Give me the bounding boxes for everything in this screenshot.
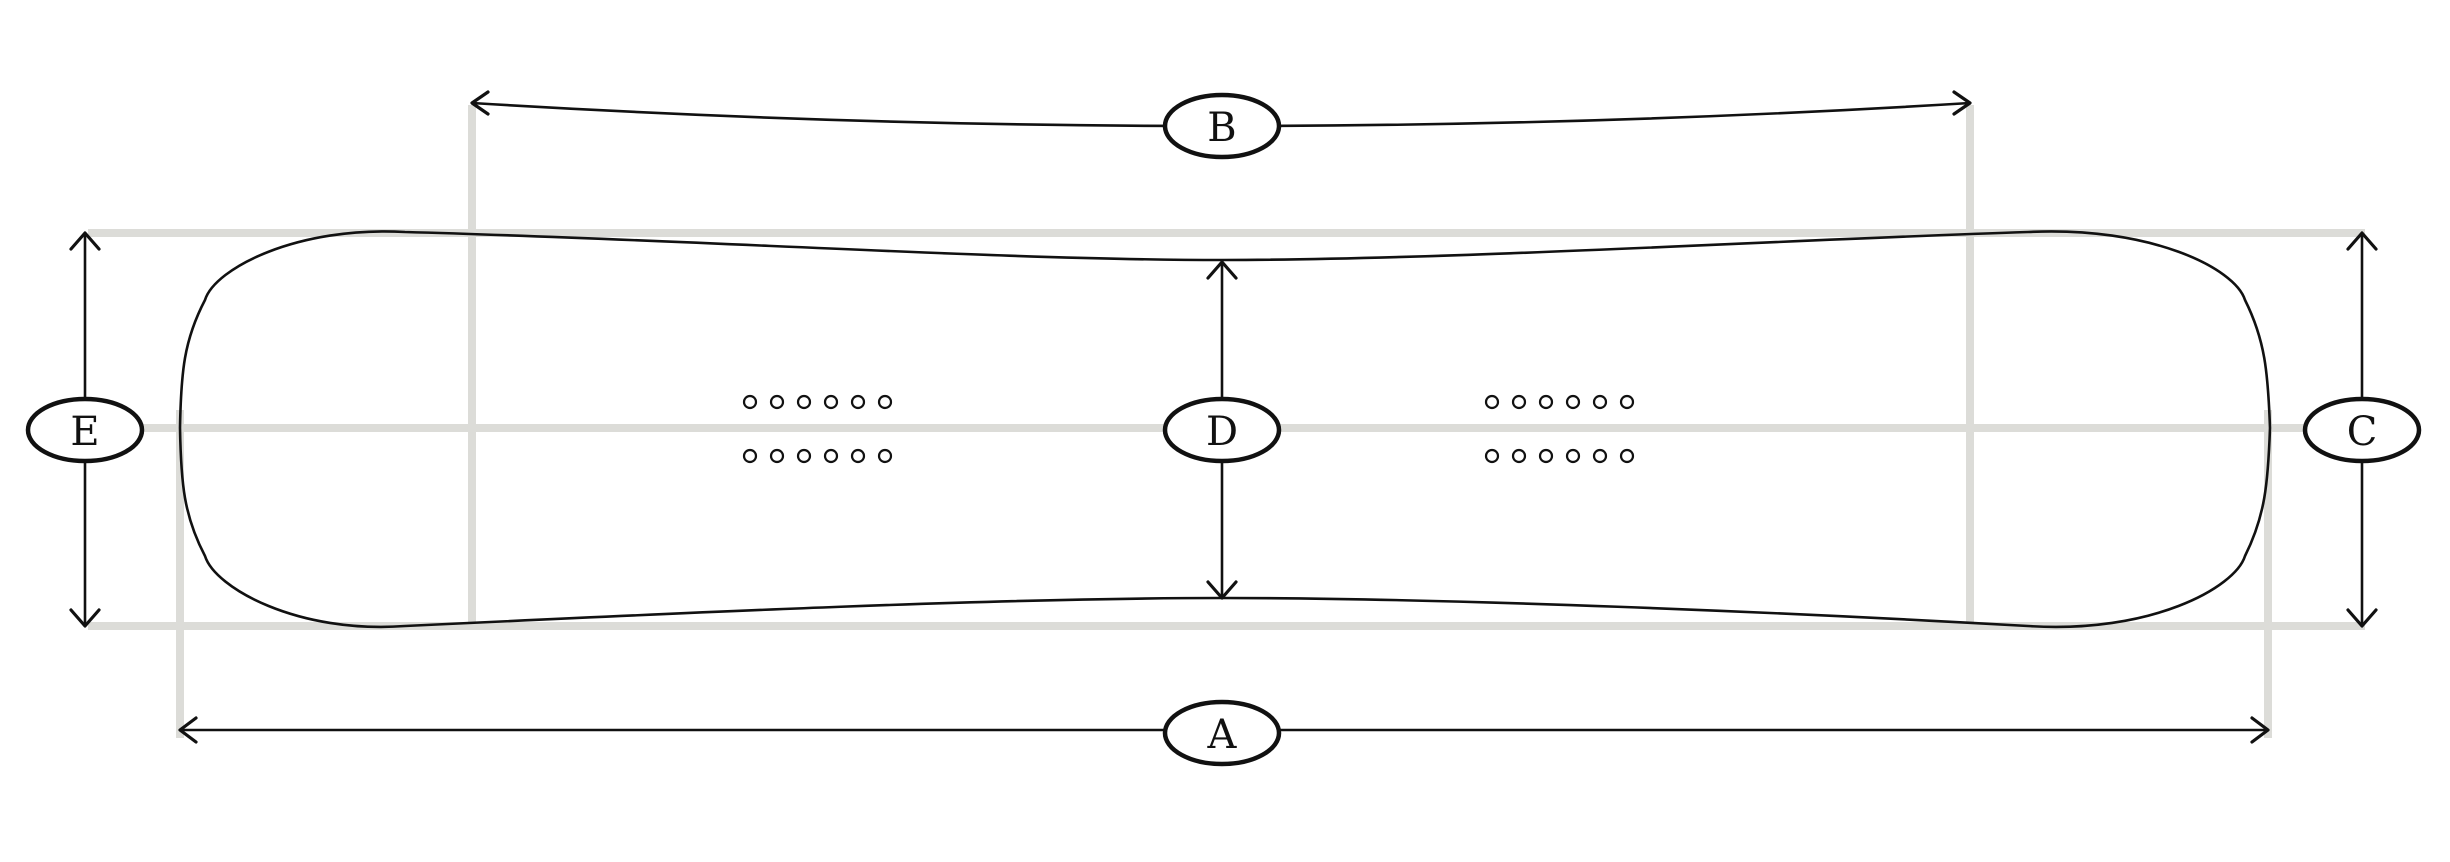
insert-hole — [1565, 448, 1581, 464]
dimension-c-top-arrowhead — [2346, 231, 2378, 251]
label-b: B — [1162, 92, 1282, 160]
label-e: E — [25, 396, 145, 464]
insert-hole — [742, 394, 758, 410]
insert-hole — [1538, 448, 1554, 464]
dimension-b-line — [471, 101, 1971, 128]
label-c: C — [2302, 396, 2422, 464]
dimension-a-left-arrowhead — [178, 716, 198, 744]
insert-hole — [796, 394, 812, 410]
insert-hole — [823, 448, 839, 464]
label-d-oval — [1162, 396, 1282, 464]
label-b-text: B — [1207, 105, 1236, 151]
label-c-text: C — [2347, 409, 2378, 455]
insert-hole — [1511, 394, 1527, 410]
dimension-c-bottom-arrowhead — [2346, 608, 2378, 628]
insert-hole — [850, 448, 866, 464]
dimension-e-bottom-arrowhead — [69, 608, 101, 628]
label-d-text: D — [1206, 409, 1238, 455]
insert-hole — [1592, 394, 1608, 410]
binding-inserts-left — [742, 394, 893, 464]
insert-hole — [1619, 394, 1635, 410]
insert-hole — [796, 448, 812, 464]
insert-hole — [769, 394, 785, 410]
label-a-text: A — [1207, 712, 1238, 758]
insert-hole — [742, 448, 758, 464]
insert-hole — [1538, 394, 1554, 410]
dimension-b — [470, 90, 1972, 128]
dimension-d-bottom-arrowhead — [1206, 580, 1238, 600]
label-e-text: E — [70, 409, 99, 455]
label-a-oval — [1162, 699, 1282, 767]
insert-hole — [1592, 448, 1608, 464]
dimension-e-top-arrowhead — [69, 231, 101, 251]
insert-hole — [823, 394, 839, 410]
dimension-d-top-arrowhead — [1206, 260, 1238, 280]
label-b-oval — [1162, 92, 1282, 160]
dimension-b-left-arrowhead — [470, 90, 490, 116]
insert-hole — [1484, 448, 1500, 464]
insert-hole — [769, 448, 785, 464]
insert-hole — [877, 448, 893, 464]
dimension-a-right-arrowhead — [2250, 716, 2270, 744]
insert-hole — [1619, 448, 1635, 464]
label-a: A — [1162, 699, 1282, 767]
label-e-oval — [25, 396, 145, 464]
insert-hole — [1511, 448, 1527, 464]
snowboard-outline — [178, 230, 2272, 629]
insert-hole — [1565, 394, 1581, 410]
insert-hole — [1484, 394, 1500, 410]
insert-hole — [877, 394, 893, 410]
dimension-b-right-arrowhead — [1952, 90, 1972, 116]
binding-inserts-right — [1484, 394, 1635, 464]
insert-hole — [850, 394, 866, 410]
label-c-oval — [2302, 396, 2422, 464]
label-d: D — [1162, 396, 1282, 464]
